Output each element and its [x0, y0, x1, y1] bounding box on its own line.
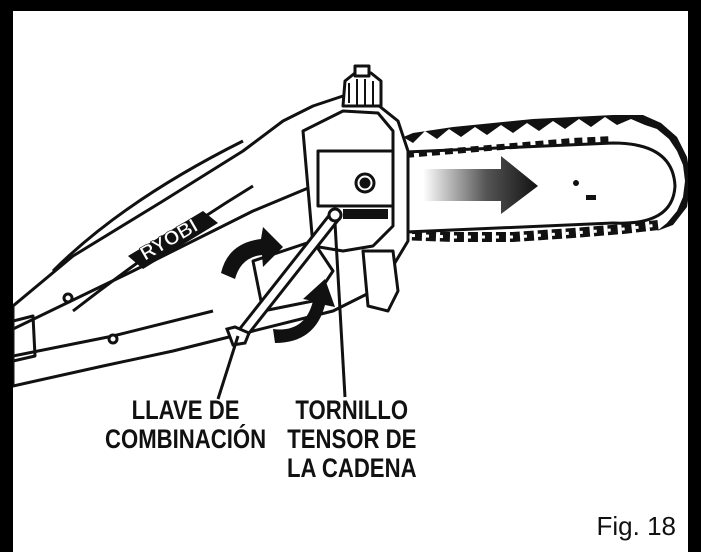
figure-label: Fig. 18 [596, 511, 677, 541]
chainsaw-illustration: RYOBI [13, 64, 688, 400]
leader-lines [216, 222, 347, 400]
tension-screw-callout-line-2: TENSOR DE [287, 424, 417, 454]
chain-bottom [392, 136, 659, 242]
rotation-arrows-icon [221, 227, 335, 343]
wrench-callout-line-2: COMBINACIÓN [105, 424, 267, 454]
tension-screw-callout: TORNILLO TENSOR DE LA CADENA [287, 396, 417, 483]
wrench-callout: LLAVE DE COMBINACIÓN [105, 396, 266, 454]
wrench-callout-line-1: LLAVE DE [131, 395, 240, 425]
tension-screw-callout-line-1: TORNILLO [295, 395, 409, 425]
tension-screw-callout-line-3: LA CADENA [287, 453, 417, 483]
chain-top [389, 115, 688, 231]
figure-panel: RYOBI LLAVE DE COMBINACIÓN [13, 11, 688, 552]
direction-arrow-icon [423, 156, 538, 214]
